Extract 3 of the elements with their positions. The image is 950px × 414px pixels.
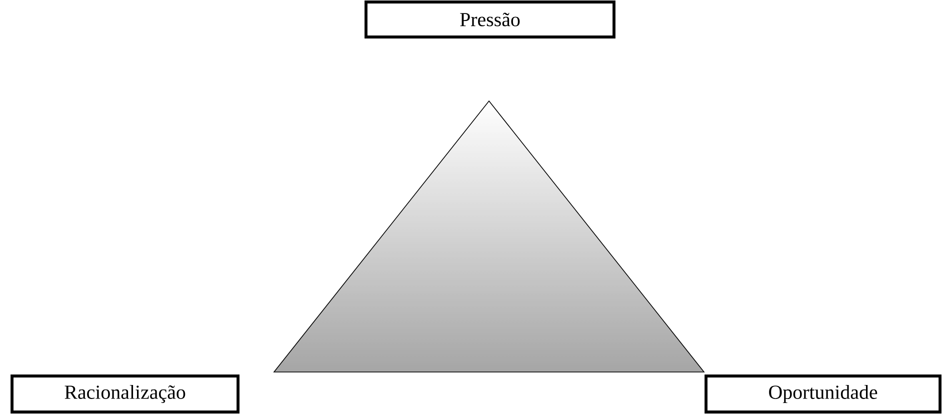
label-box: Racionalização	[10, 374, 240, 414]
label-box: Pressão	[364, 0, 616, 38]
label-box: Oportunidade	[704, 374, 942, 414]
